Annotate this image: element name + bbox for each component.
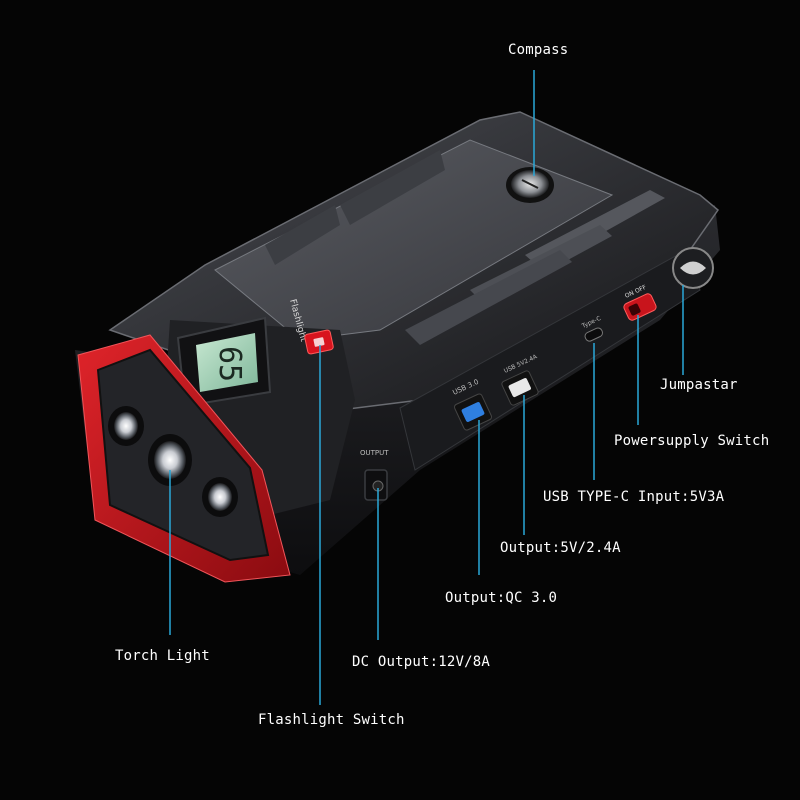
torch-led	[202, 477, 238, 517]
lcd-value: 65	[212, 346, 247, 382]
grip-ridge	[340, 150, 445, 225]
type-c-port[interactable]	[584, 327, 604, 343]
output-5v-label: Output:5V/2.4A	[500, 540, 621, 556]
compass-label: Compass	[508, 42, 569, 58]
dc-output-label: DC Output:12V/8A	[352, 654, 491, 670]
jumpastar-label: Jumpastar	[660, 377, 738, 393]
torch-led	[108, 406, 144, 446]
usb-qc3-port[interactable]	[453, 393, 493, 431]
dc-output-port[interactable]	[364, 469, 388, 501]
torch-label: Torch Light	[115, 648, 210, 664]
grip-ridge	[265, 205, 340, 265]
flashlight-switch-label: Flashlight Switch	[258, 712, 405, 728]
output-qc-label: Output:QC 3.0	[445, 590, 558, 606]
grip-ridge	[405, 250, 572, 345]
torch-led	[148, 434, 192, 486]
flashlight-switch[interactable]	[304, 329, 334, 355]
power-switch[interactable]	[623, 293, 658, 322]
output-text: OUTPUT	[360, 449, 389, 457]
usb-c-label: USB TYPE-C Input:5V3A	[543, 489, 725, 505]
power-switch-label: Powersupply Switch	[614, 433, 770, 449]
jumpastar-logo	[672, 247, 714, 289]
compass-dial	[506, 167, 554, 203]
callout-lines	[169, 70, 684, 705]
lcd-display: 65	[176, 316, 272, 408]
usb-24a-port[interactable]	[501, 370, 539, 406]
